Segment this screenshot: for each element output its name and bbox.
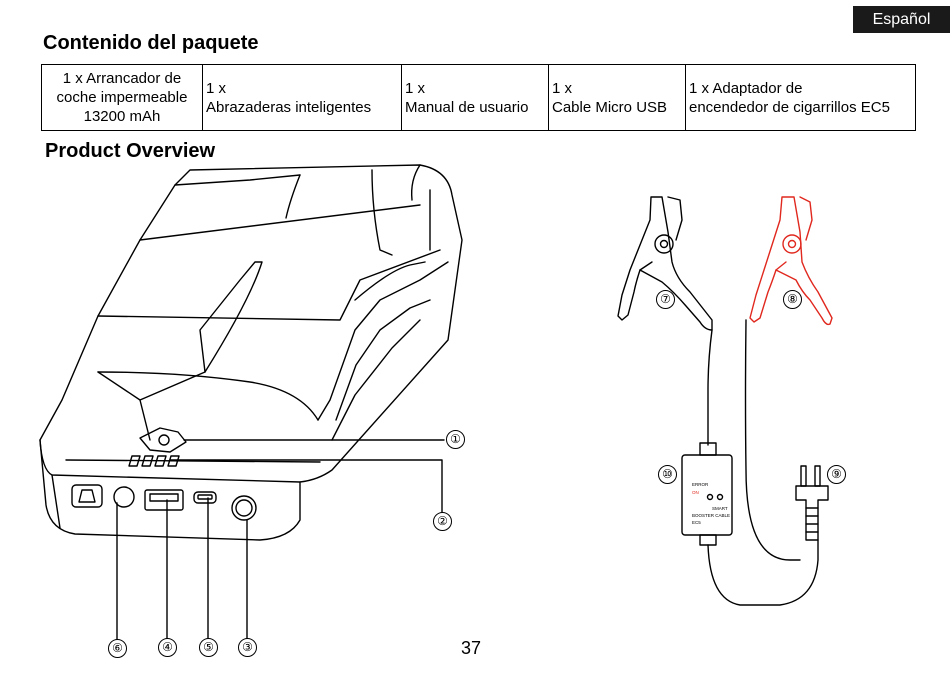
junction-box-drawing [682, 443, 732, 545]
callout-2: ② [433, 512, 452, 531]
callout-3: ③ [238, 638, 257, 657]
page-number: 37 [461, 638, 481, 659]
box-label-booster: BOOSTER CABLE [692, 513, 730, 518]
callout-5: ⑤ [199, 638, 218, 657]
callout-7: ⑦ [656, 290, 675, 309]
callout-10: ⑩ [658, 465, 677, 484]
callout-6: ⑥ [108, 639, 127, 658]
callout-1: ① [446, 430, 465, 449]
box-label-ec5: EC5 [692, 520, 701, 525]
callout-4: ④ [158, 638, 177, 657]
callout-9: ⑨ [827, 465, 846, 484]
box-label-on: ON [692, 490, 699, 495]
box-label-smart: SMART [712, 506, 728, 511]
callout-8: ⑧ [783, 290, 802, 309]
plug-drawing [796, 466, 828, 540]
jump-starter-drawing [40, 165, 462, 540]
box-label-error: ERROR [692, 482, 709, 487]
black-clamp-drawing [618, 197, 818, 605]
